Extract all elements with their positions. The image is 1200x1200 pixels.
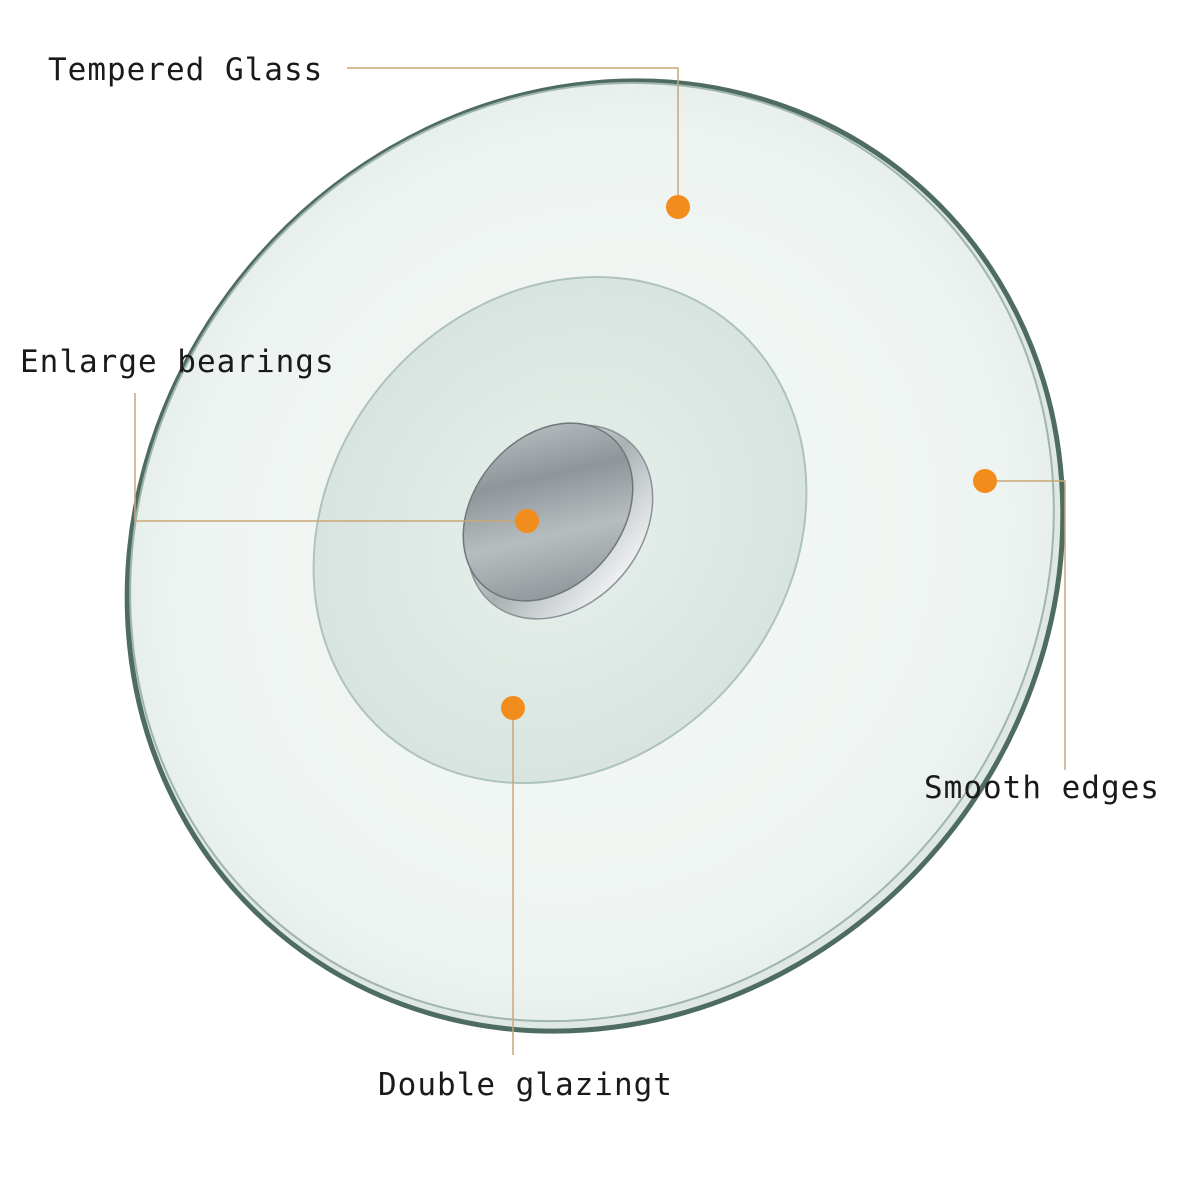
label-double-glazing: Double glazingt xyxy=(378,1067,673,1103)
leader-line-tempered-glass xyxy=(347,67,679,207)
dot-double-glazing xyxy=(501,696,525,720)
dot-smooth-edges xyxy=(973,469,997,493)
leader-line-enlarge-bearings xyxy=(134,393,527,522)
label-smooth-edges: Smooth edges xyxy=(924,770,1160,806)
leader-lines xyxy=(134,67,1066,1055)
bearing-hub xyxy=(462,422,654,620)
label-enlarge-bearings: Enlarge bearings xyxy=(20,344,335,380)
callout-dots xyxy=(501,195,997,720)
dot-enlarge-bearings xyxy=(515,509,539,533)
dot-tempered-glass xyxy=(666,195,690,219)
label-tempered-glass: Tempered Glass xyxy=(48,52,324,88)
leader-line-smooth-edges xyxy=(985,480,1066,770)
